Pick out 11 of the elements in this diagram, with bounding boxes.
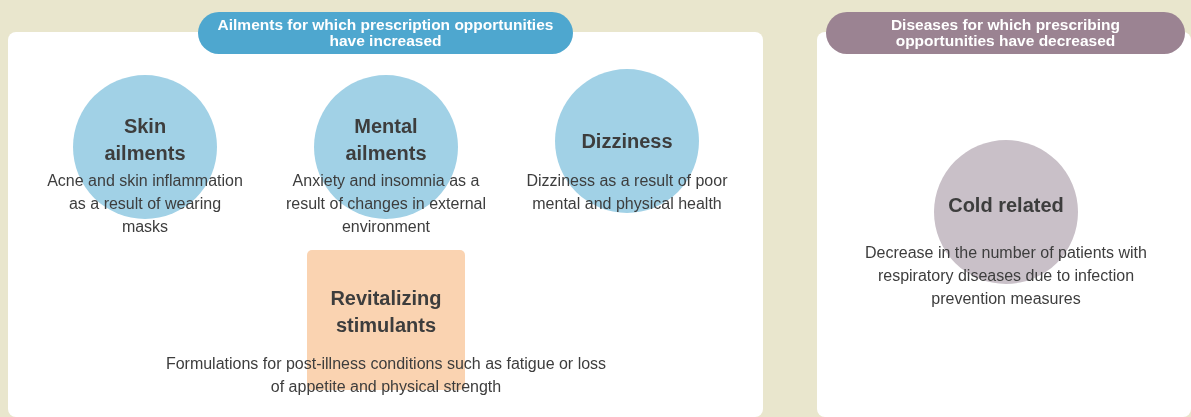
- description-text: Formulations for post-illness conditions such as fatigue or loss of appetite and physical strength: [164, 354, 608, 397]
- node-title: Revitalizing stimulants: [329, 286, 443, 338]
- description-text: Anxiety and insomnia as a result of changes in external environment: [284, 171, 488, 237]
- node-title: Mental ailments: [344, 114, 428, 166]
- node-title: Dizziness: [580, 128, 674, 154]
- description-text: Acne and skin inflammation as a result of wearing masks: [46, 171, 244, 237]
- description-text: Decrease in the number of patients with respiratory diseases due to infection prevention measures: [864, 243, 1148, 309]
- heading-pill: Ailments for which prescription opportunities have increased: [198, 12, 573, 54]
- node-title: Cold related: [947, 192, 1065, 218]
- heading-pill: Diseases for which prescribing opportunities have decreased: [826, 12, 1185, 54]
- node-title: Skin ailments: [103, 114, 187, 166]
